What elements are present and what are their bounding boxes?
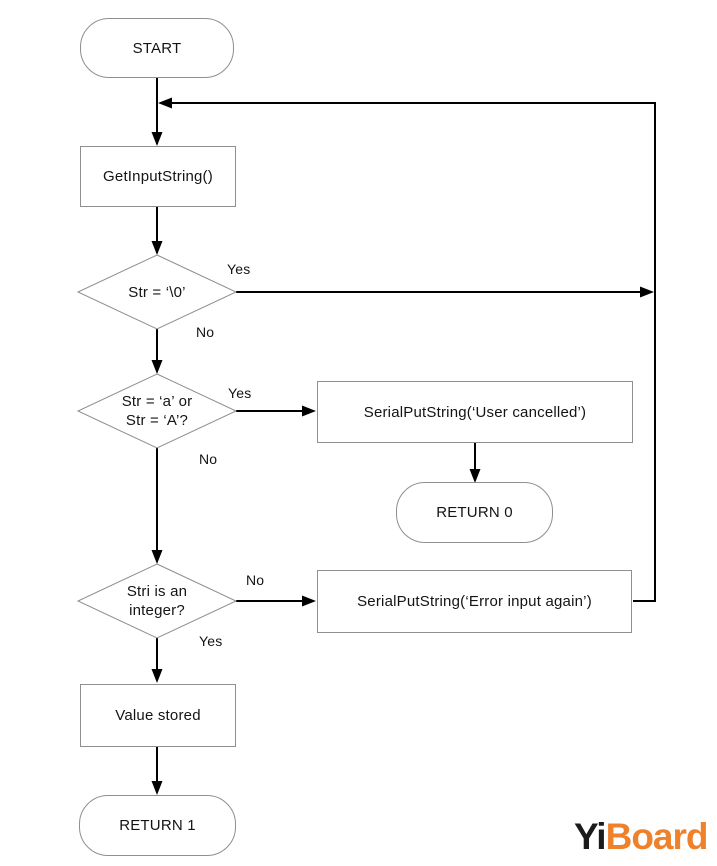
connector-valuestored-to-return1: [151, 747, 163, 795]
connector-cancel-no: [151, 448, 163, 564]
start-node: START: [80, 18, 234, 78]
connector-start-to-getinput: [151, 78, 163, 146]
connector-null-no: [151, 329, 163, 374]
decision-integer-text: Stri is an integer?: [92, 563, 222, 639]
connector-null-yes: [236, 286, 654, 298]
decision-str-a-shape: [76, 373, 238, 449]
connector-loop-back: [158, 97, 656, 602]
str-a-no-label: No: [199, 451, 218, 467]
value-stored-label: Value stored: [115, 707, 201, 724]
decision-str-a-line1: Str = ‘a’ or: [121, 393, 193, 410]
decision-integer-line2: integer?: [129, 602, 185, 619]
integer-yes-label: Yes: [199, 633, 223, 649]
decision-integer-shape: [76, 563, 238, 639]
null-yes-label: Yes: [227, 261, 251, 277]
return-0-node: RETURN 0: [396, 482, 553, 543]
decision-str-null-line: Str = ‘\0’: [128, 283, 186, 301]
return-1-label: RETURN 1: [119, 817, 196, 834]
connector-cancel-yes: [236, 405, 316, 417]
decision-str-a-line2: Str = ‘A’?: [125, 412, 189, 429]
decision-str-null-shape: [76, 254, 238, 330]
connector-getinput-to-null-decision: [151, 207, 163, 255]
serial-put-cancelled-node: SerialPutString(‘User cancelled’): [317, 381, 633, 443]
null-no-label: No: [196, 324, 215, 340]
logo-text-dark: Yi: [574, 816, 607, 857]
decision-str-null-text: Str = ‘\0’: [92, 273, 222, 311]
serial-put-error-label: SerialPutString(‘Error input again’): [357, 593, 592, 610]
return-0-label: RETURN 0: [436, 504, 513, 521]
integer-no-label: No: [246, 572, 265, 588]
value-stored-node: Value stored: [80, 684, 236, 747]
serial-put-error-node: SerialPutString(‘Error input again’): [317, 570, 632, 633]
get-input-string-label: GetInputString(): [103, 168, 213, 185]
get-input-string-node: GetInputString(): [80, 146, 236, 207]
connector-integer-yes: [151, 638, 163, 683]
start-label: START: [132, 39, 182, 57]
decision-integer-line1: Stri is an: [126, 583, 188, 600]
connector-cancelled-to-return0: [469, 443, 481, 483]
return-1-node: RETURN 1: [79, 795, 236, 856]
serial-put-cancelled-label: SerialPutString(‘User cancelled’): [363, 403, 587, 421]
logo-text-orange: Board: [605, 816, 709, 857]
str-a-yes-label: Yes: [228, 385, 252, 401]
connector-integer-no: [236, 595, 316, 607]
decision-str-a-text: Str = ‘a’ or Str = ‘A’?: [92, 373, 222, 449]
